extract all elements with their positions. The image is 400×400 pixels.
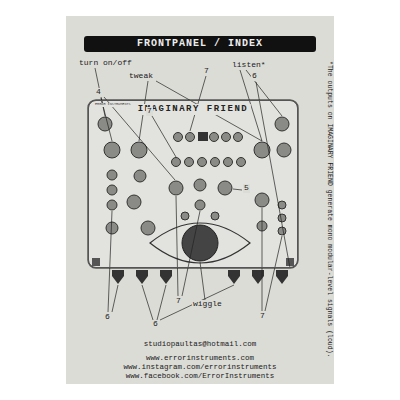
eye-outline [150, 223, 250, 263]
callout-number: 7 [259, 312, 266, 321]
callout-number: 7 [203, 67, 210, 76]
display [198, 132, 208, 141]
big-knob [182, 225, 218, 261]
output-jacks [112, 270, 288, 284]
callout-number: 4 [95, 88, 102, 97]
url: www.facebook.com/ErrorInstruments [125, 372, 276, 380]
title-band: FRONTPANEL / INDEX [84, 36, 316, 52]
footnote-vertical: *The outputs on IMAGINARY FRIEND generat… [326, 60, 333, 358]
callout-number: 7 [146, 107, 153, 116]
control-label: tweak [128, 72, 154, 81]
callout-number: 6 [251, 72, 258, 81]
paper [66, 16, 334, 384]
panel-node: IMAGINARY FRIEND [88, 100, 298, 268]
url: www.instagram.com/errorinstruments [122, 363, 277, 371]
contact-email: studiopaultas@hotmail.com [143, 340, 258, 348]
callout-number: 6 [152, 320, 159, 329]
leader-lines [95, 68, 290, 320]
control-label: listen* [231, 61, 267, 70]
callout-number: 6 [104, 313, 111, 322]
control-label: wiggle [192, 300, 223, 309]
callout-number: 5 [243, 184, 250, 193]
callout-number: 7 [175, 297, 182, 306]
control-label: turn on/off [78, 59, 133, 68]
url: www.errorinstruments.com [145, 354, 255, 362]
maker-mark: ERROR INSTRUMENTS [94, 103, 132, 107]
